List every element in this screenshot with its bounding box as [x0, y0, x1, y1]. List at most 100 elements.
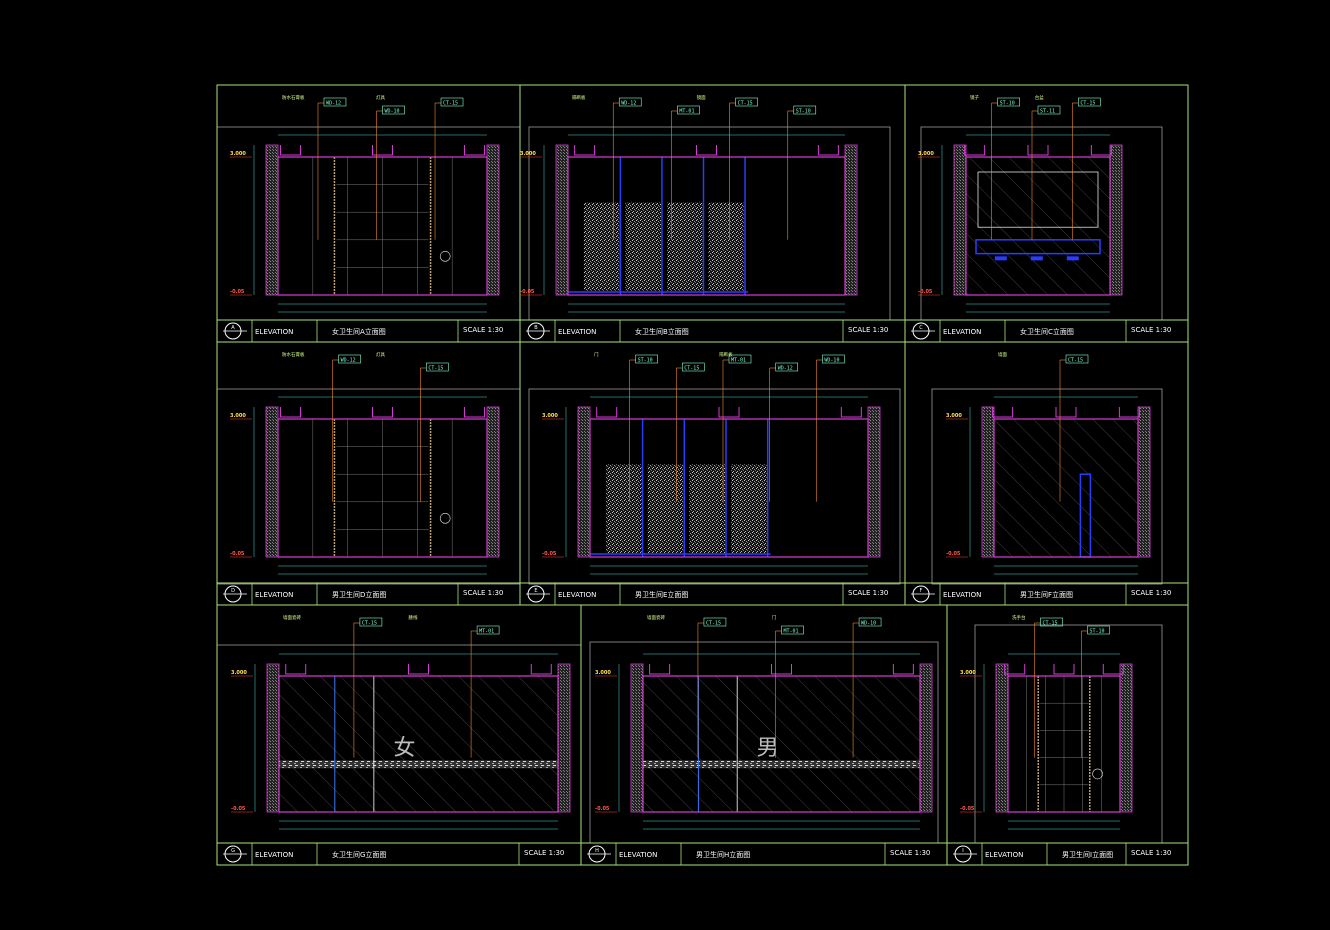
elevation-id: G — [231, 848, 235, 854]
material-tag: CT-15 — [684, 366, 699, 372]
level-top-label: 3.000 — [231, 670, 247, 676]
elevation-id: B — [534, 325, 538, 331]
level-top-label: 3.000 — [595, 670, 611, 676]
light-trough — [372, 145, 393, 156]
light-trough — [1027, 145, 1049, 156]
annotation-note: 防水石膏板 — [282, 351, 305, 358]
material-tag: CT-15 — [443, 101, 458, 107]
material-tag: WD-10 — [861, 621, 876, 627]
material-tag-box — [677, 105, 700, 115]
basin-icon — [1030, 256, 1043, 261]
wall-outline — [589, 418, 869, 558]
partition-panel — [583, 202, 620, 291]
elevation-id: D — [231, 588, 235, 594]
material-tag: CT-15 — [428, 366, 443, 372]
material-tag: MT-01 — [479, 629, 494, 635]
wall-section-right — [867, 406, 881, 558]
elevation-id: A — [231, 325, 235, 331]
material-tag: ST-10 — [638, 358, 653, 364]
wall-section-right — [1109, 144, 1123, 296]
vanity-counter — [975, 239, 1101, 255]
material-tag: CT-15 — [706, 621, 721, 627]
material-tag-box — [735, 97, 758, 107]
light-trough — [892, 664, 914, 675]
material-tag: WD-12 — [621, 101, 636, 107]
tile-hatch — [643, 676, 920, 812]
elevation-panel-e: 3.000-0.05ST-10CT-15MT-01WD-12WD-10门隔断板E… — [519, 341, 906, 606]
light-trough — [463, 145, 485, 156]
material-tag-box — [728, 354, 752, 364]
wall-section-right — [1137, 406, 1151, 558]
wall-section-left — [266, 663, 280, 813]
elevation-id: H — [595, 848, 599, 854]
panel-border — [216, 341, 521, 606]
elevation-id: E — [534, 588, 537, 594]
light-trough — [696, 145, 717, 156]
wall-section-right — [1119, 663, 1133, 813]
level-top-label: 3.000 — [542, 413, 558, 419]
basin-icon — [994, 256, 1007, 261]
light-trough — [574, 145, 596, 156]
scale-label: SCALE 1:30 — [1131, 589, 1171, 597]
material-tag: CT-15 — [362, 621, 377, 627]
material-tag-box — [1087, 625, 1110, 635]
elevation-title: 男卫生间I立面图 — [1062, 850, 1113, 859]
sheet-border — [216, 84, 1189, 866]
wall-section-left — [265, 144, 279, 296]
material-tag-box — [822, 354, 845, 364]
light-trough — [817, 145, 839, 156]
material-tag-box — [618, 97, 642, 107]
annotation-note: 灯具 — [376, 351, 385, 358]
elevation-id: I — [962, 848, 963, 854]
drawing-frame — [216, 388, 521, 585]
material-tag-box — [703, 617, 727, 627]
drawing-frame — [931, 388, 1163, 585]
elevation-title: 女卫生间A立面图 — [332, 327, 386, 336]
annotation-note: 台盆 — [1035, 94, 1044, 101]
level-top-label: 3.000 — [946, 413, 962, 419]
elevation-title: 女卫生间G立面图 — [332, 850, 386, 859]
level-top-label: 3.000 — [230, 413, 246, 419]
material-tag-box — [476, 625, 500, 635]
annotation-note: 镜子 — [970, 94, 979, 101]
wall-section-left — [995, 663, 1009, 813]
partition-panel — [731, 464, 767, 553]
level-bottom-label: -0.05 — [595, 806, 610, 812]
material-tag: WD-10 — [824, 358, 839, 364]
toilet-paper-holder-icon — [439, 513, 451, 524]
wall-outline — [567, 156, 846, 296]
wall-section-left — [981, 406, 995, 558]
wall-section-right — [844, 144, 858, 296]
elevation-title: 男卫生间H立面图 — [696, 850, 750, 859]
light-trough — [992, 407, 1014, 418]
material-tag-box — [775, 362, 799, 372]
scale-label: SCALE 1:30 — [1131, 326, 1171, 334]
panel-border — [216, 84, 521, 343]
material-tag: CT-15 — [1080, 101, 1095, 107]
level-top-label: 3.000 — [960, 670, 976, 676]
scale-label: SCALE 1:30 — [890, 849, 930, 857]
scale-label: SCALE 1:30 — [848, 589, 888, 597]
light-trough — [1090, 145, 1112, 156]
light-trough — [964, 145, 986, 156]
elevation-label: ELEVATION — [985, 851, 1023, 859]
material-tag-box — [1065, 354, 1089, 364]
light-trough — [285, 664, 307, 675]
material-tag-box — [382, 105, 405, 115]
annotation-note: 隔断板 — [719, 351, 733, 358]
partition-panel — [666, 202, 703, 291]
material-tag-box — [781, 625, 804, 635]
elevation-id: F — [920, 588, 923, 594]
material-tag-box — [440, 97, 464, 107]
elevation-title: 男卫生间D立面图 — [332, 590, 386, 599]
level-bottom-label: -0.05 — [520, 289, 535, 295]
elevation-label: ELEVATION — [943, 328, 981, 336]
annotation-note: 墙面 — [998, 351, 1007, 358]
material-tag-box — [793, 105, 817, 115]
light-trough — [280, 407, 302, 418]
